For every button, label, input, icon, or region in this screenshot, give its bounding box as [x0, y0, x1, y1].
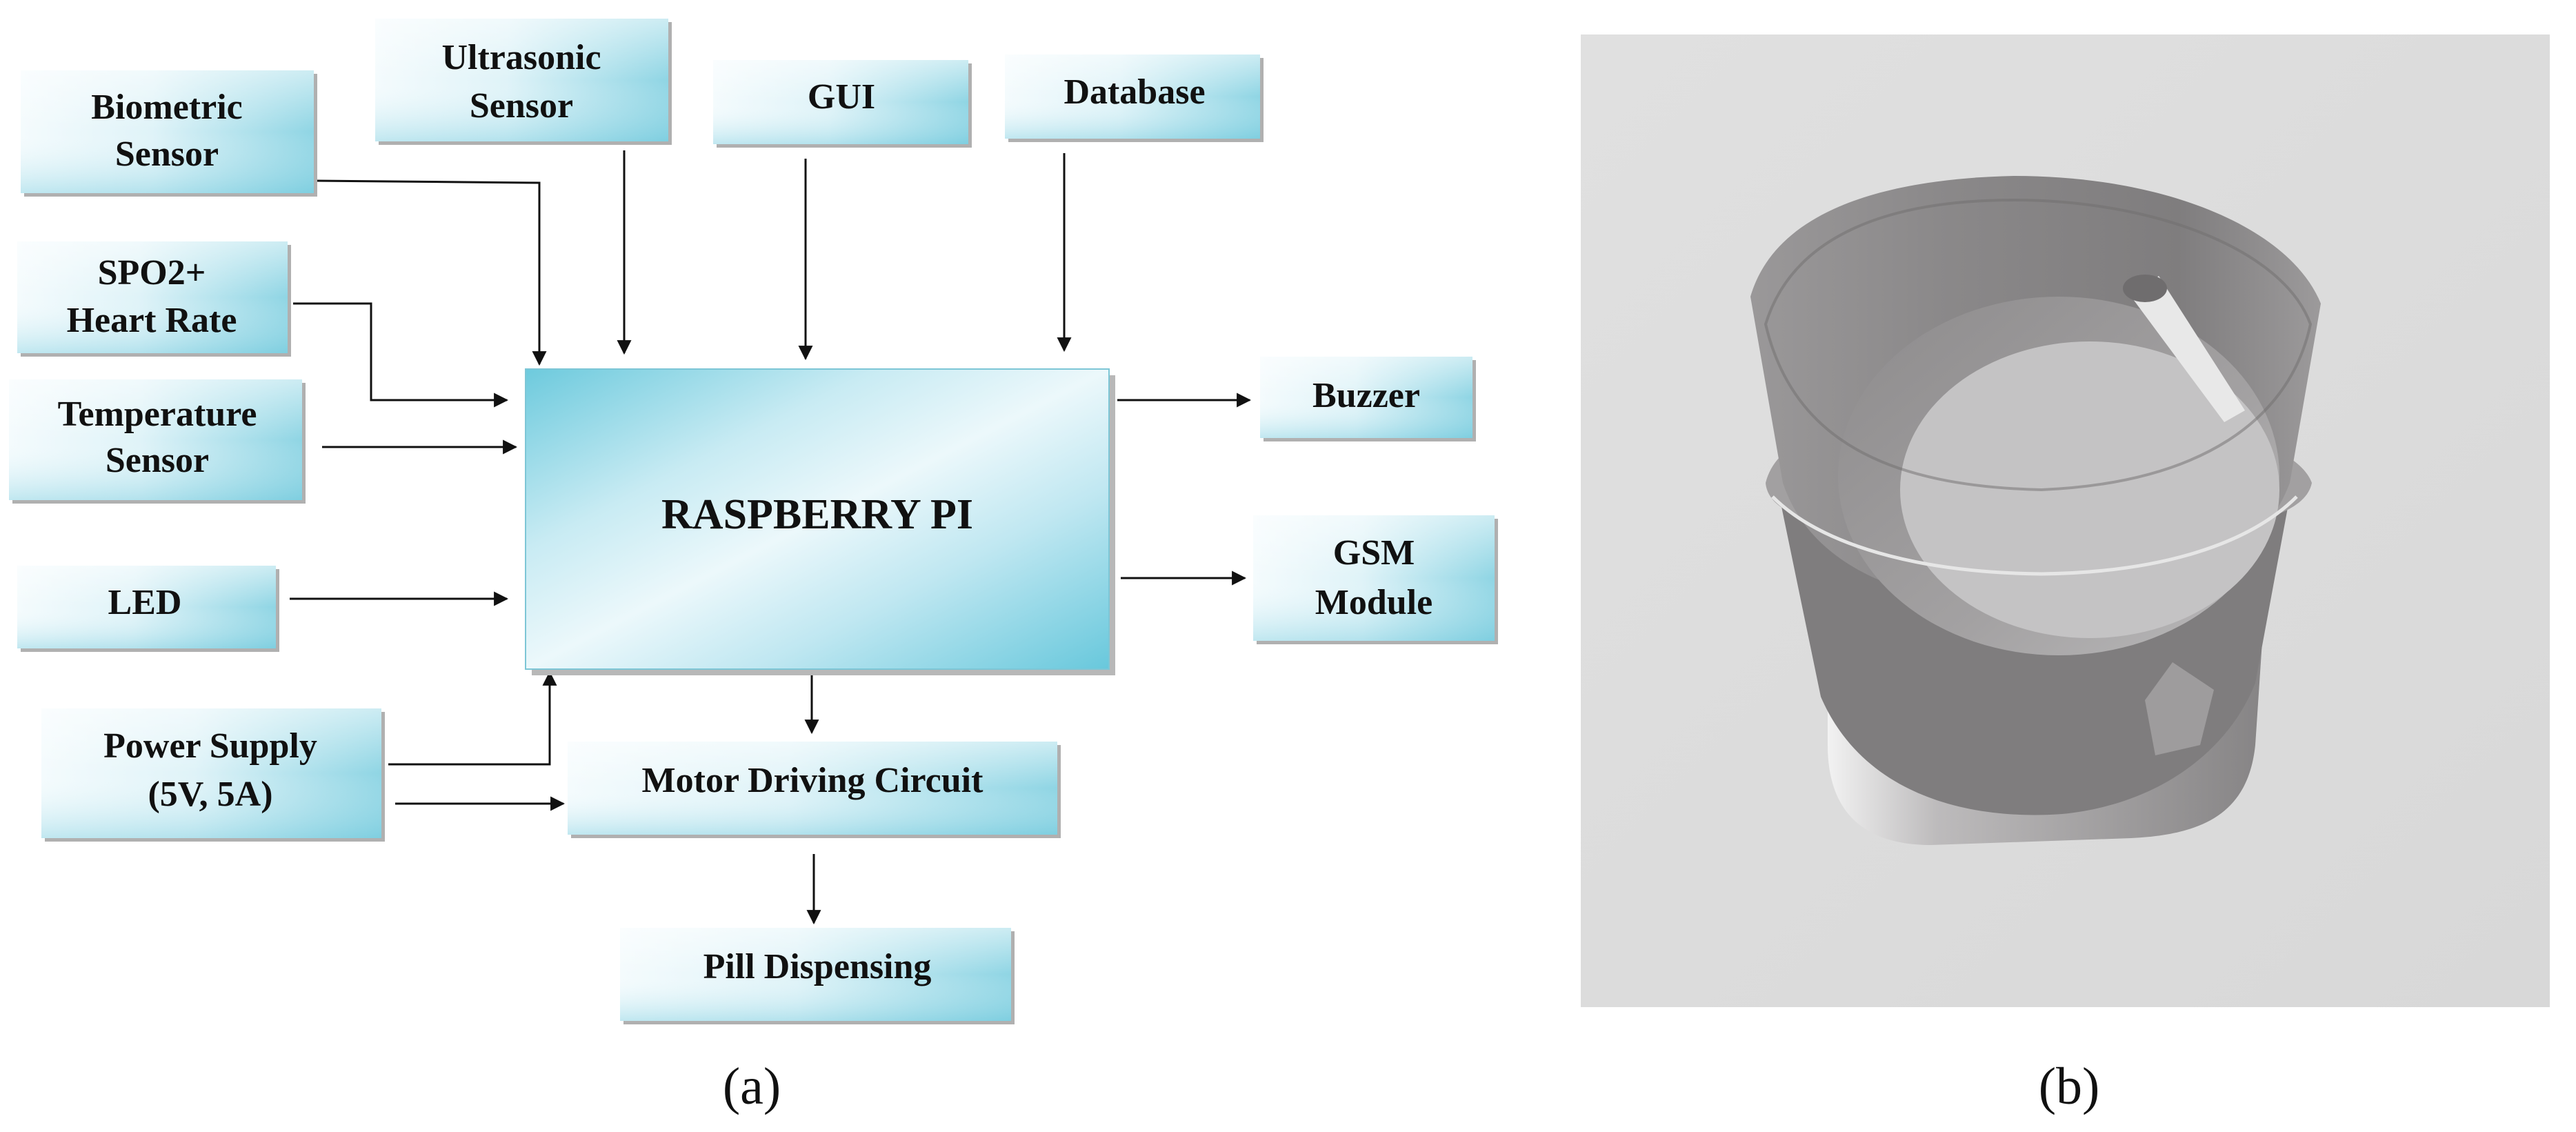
power-label-2: (5V, 5A) — [148, 775, 272, 814]
database-label: Database — [1064, 72, 1205, 112]
container-inner-rim — [1764, 198, 2313, 492]
ultrasonic-label-1: Ultrasonic — [441, 38, 601, 77]
biometric-sensor-block: Biometric Sensor — [21, 70, 317, 197]
svg-text:Sensor: Sensor — [115, 135, 219, 174]
gui-label: GUI — [808, 77, 875, 117]
raspberry-pi-block: RASPBERRY PI — [525, 368, 1115, 675]
svg-text:Ultrasonic: Ultrasonic — [441, 38, 601, 77]
motor-driving-circuit-block: Motor Driving Circuit — [568, 742, 1061, 838]
svg-text:Heart Rate: Heart Rate — [67, 301, 237, 340]
led-label: LED — [108, 583, 182, 622]
svg-text:Biometric: Biometric — [91, 88, 242, 127]
container-rim-highlight — [1771, 495, 2298, 576]
temperature-label-1: Temperature — [58, 395, 257, 434]
spo2-heart-rate-block: SPO2+ Heart Rate — [17, 241, 291, 357]
database-block: Database — [1005, 54, 1264, 142]
pill-container-render — [1750, 176, 2321, 845]
pill-dispensing-label: Pill Dispensing — [703, 947, 932, 986]
caption-b: (b) — [2039, 1057, 2100, 1115]
power-supply-block: Power Supply (5V, 5A) — [41, 708, 385, 842]
biometric-label-2: Sensor — [115, 135, 219, 174]
svg-text:GSM: GSM — [1333, 533, 1415, 573]
buzzer-label: Buzzer — [1312, 376, 1420, 415]
svg-text:(5V, 5A): (5V, 5A) — [148, 775, 272, 814]
gsm-label-1: GSM — [1333, 533, 1415, 573]
buzzer-block: Buzzer — [1260, 357, 1476, 441]
block-diagram: RASPBERRY PI Biometric Sensor Ultrasonic… — [9, 19, 1498, 1115]
container-floor — [1900, 341, 2279, 638]
biometric-label-1: Biometric — [91, 88, 242, 127]
caption-a: (a) — [723, 1057, 781, 1115]
arrow-biometric-to-pi — [314, 179, 547, 366]
gui-block: GUI — [713, 60, 972, 148]
render-panel: (b) — [1581, 34, 2550, 1115]
spo2-label-2: Heart Rate — [67, 301, 237, 340]
spo2-label-1: SPO2+ — [98, 253, 206, 292]
temperature-label-2: Sensor — [106, 441, 209, 480]
svg-text:Temperature: Temperature — [58, 395, 257, 434]
container-notch — [2145, 662, 2214, 755]
svg-text:Sensor: Sensor — [470, 86, 573, 126]
ultrasonic-sensor-block: Ultrasonic Sensor — [375, 19, 672, 145]
pill-dispensing-block: Pill Dispensing — [620, 928, 1015, 1024]
container-slot-top — [2123, 275, 2167, 302]
ultrasonic-label-2: Sensor — [470, 86, 573, 126]
svg-text:Sensor: Sensor — [106, 441, 209, 480]
led-block: LED — [17, 566, 279, 652]
container-slot — [2131, 276, 2245, 422]
svg-text:Module: Module — [1315, 583, 1432, 622]
gsm-label-2: Module — [1315, 583, 1432, 622]
svg-text:Power Supply: Power Supply — [103, 726, 317, 766]
raspberry-pi-label: RASPBERRY PI — [661, 491, 973, 538]
arrow-spo2-to-pi — [293, 302, 509, 408]
arrow-power-to-pi — [388, 671, 557, 766]
svg-text:SPO2+: SPO2+ — [98, 253, 206, 292]
temperature-sensor-block: Temperature Sensor — [9, 379, 306, 504]
power-label-1: Power Supply — [103, 726, 317, 766]
gsm-module-block: GSM Module — [1253, 515, 1498, 644]
motor-driving-circuit-label: Motor Driving Circuit — [642, 761, 984, 800]
